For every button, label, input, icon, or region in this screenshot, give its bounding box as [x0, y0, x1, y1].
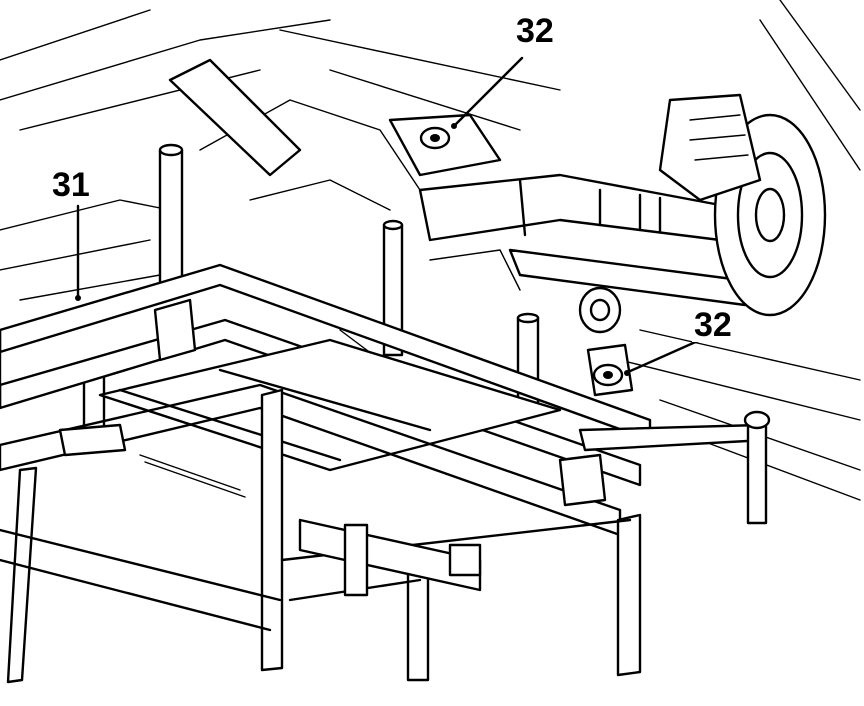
callout-31: 31 [50, 166, 92, 204]
leader-dot-32-top [451, 123, 457, 129]
callout-32-top: 32 [514, 12, 556, 50]
jack-handle [343, 410, 771, 597]
support-posts [82, 143, 540, 432]
suspension-arm [168, 58, 747, 307]
mounting-bolt-upper [419, 126, 451, 150]
callout-32-right: 32 [692, 306, 734, 344]
mounting-bolt-lower [578, 286, 634, 397]
leader-lines [76, 56, 702, 374]
leader-dot-32-right [624, 370, 630, 376]
leader-dot-31 [75, 295, 81, 301]
brake-disc [658, 93, 827, 317]
drive-shaft [418, 173, 722, 242]
